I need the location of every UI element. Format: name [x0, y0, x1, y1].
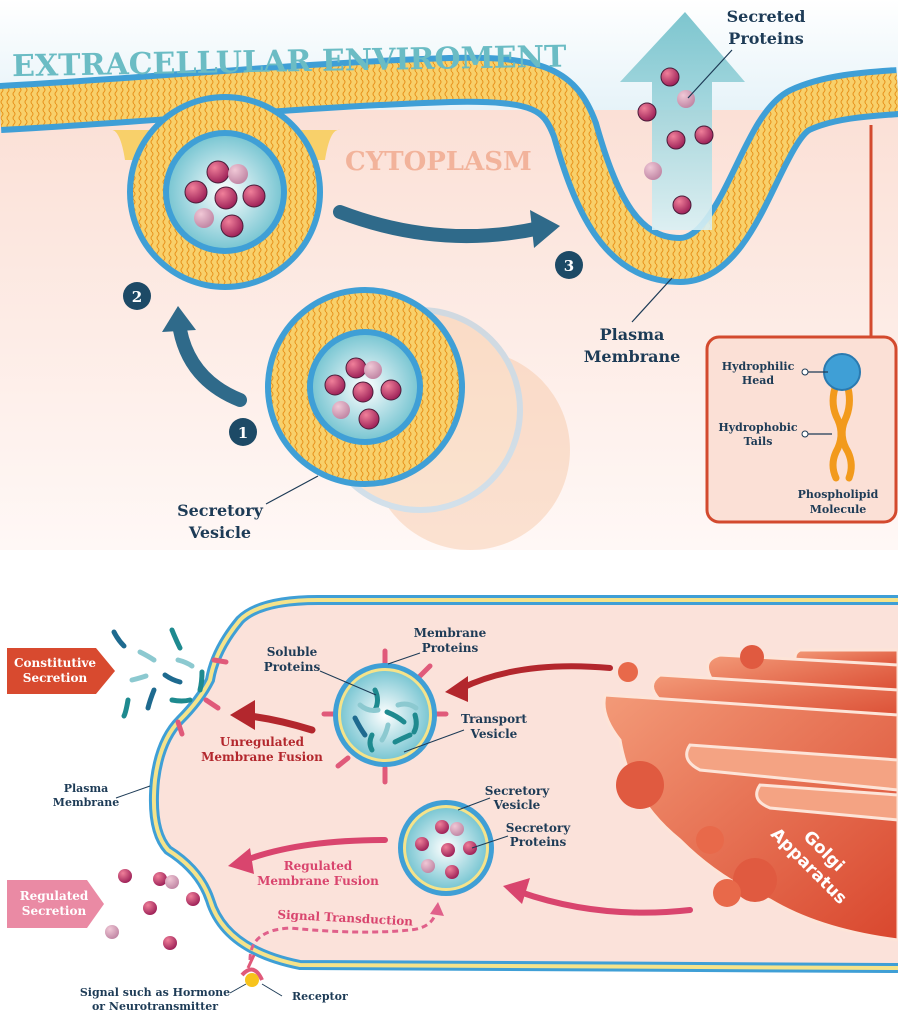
- secretory-vesicle-label-1: Secretory: [177, 501, 264, 520]
- vesicle-fusing: [127, 94, 323, 290]
- membrane-tails-top: [0, 60, 898, 280]
- membrane-protein-markers: [175, 657, 229, 737]
- secreted-protein: [672, 195, 692, 215]
- phospholipid-box: Hydrophilic Head Hydrophobic Tails Phosp…: [705, 335, 898, 524]
- leader-line: [261, 983, 283, 997]
- secreted-protein: [637, 102, 657, 122]
- transport-vesicle: [321, 648, 449, 785]
- signal-label-2: or Neurotransmitter: [92, 1000, 218, 1011]
- arrow-step2-to-3: [333, 205, 547, 243]
- hydrophilic-head-icon: [823, 353, 861, 391]
- hydrophobic-tails-label-1: Hydrophobic: [718, 421, 798, 434]
- leader-line: [115, 785, 151, 799]
- svg-text:Secretion: Secretion: [22, 904, 87, 918]
- hydrophilic-head-label-1: Hydrophilic: [722, 360, 795, 373]
- released-secretory-proteins: [105, 869, 200, 950]
- bottom-panel: Golgi Apparatus: [7, 595, 898, 1011]
- secretory-proteins-label-1: Secretory: [506, 821, 571, 835]
- arrow-head: [430, 902, 444, 916]
- transport-vesicle-label-1: Transport: [461, 712, 527, 726]
- secreted-protein: [660, 67, 680, 87]
- svg-text:Constitutive: Constitutive: [14, 656, 96, 670]
- membrane-proteins-label-2: Proteins: [422, 641, 479, 655]
- secretory-vesicle-bottom: [398, 800, 494, 896]
- secreted-proteins-label-2: Proteins: [728, 29, 803, 48]
- phospholipid-molecule-label-1: Phospholipid: [798, 488, 879, 501]
- svg-text:3: 3: [564, 257, 574, 275]
- leader-line: [319, 670, 377, 696]
- plasma-membrane-bottom-label-1: Plasma: [64, 782, 109, 795]
- arrow-head: [503, 878, 530, 904]
- plasma-membrane-label-1: Plasma: [600, 325, 665, 344]
- secreted-protein: [644, 162, 662, 180]
- leader-line: [471, 835, 509, 849]
- step-2-badge: 2: [123, 282, 151, 310]
- leader-line: [229, 983, 247, 994]
- phospholipid-molecule-label-2: Molecule: [810, 503, 867, 516]
- arrow-head: [445, 676, 468, 702]
- signal-transduction-path: [248, 911, 438, 961]
- secreted-protein: [694, 125, 714, 145]
- arrow-unregulated-fusion: [246, 712, 316, 734]
- arrow-head: [162, 306, 196, 332]
- arrow-golgi-to-secretory: [517, 889, 693, 916]
- regulated-secretion-tag: Regulated Secretion: [7, 880, 104, 928]
- signal-label-1: Signal such as Hormone: [80, 986, 230, 999]
- cytoplasm-title: CYTOPLASM: [345, 147, 532, 177]
- secreted-proteins-label-1: Secreted: [727, 7, 806, 26]
- secretory-vesicle-step1: [265, 287, 465, 487]
- leader-line: [687, 49, 733, 99]
- constitutive-secretion-tag: Constitutive Secretion: [7, 648, 115, 694]
- soluble-proteins-label-1: Soluble: [267, 645, 318, 659]
- membrane-proteins-label-1: Membrane: [414, 626, 487, 640]
- soluble-proteins-label-2: Proteins: [264, 660, 321, 674]
- transport-vesicle-label-2: Vesicle: [470, 727, 518, 741]
- secretory-vesicle-bottom-label-1: Secretory: [485, 784, 550, 798]
- top-panel: EXTRACELLULAR ENVIROMENT CYTOPLASM Secre…: [0, 0, 898, 550]
- arrow-head: [228, 848, 254, 874]
- arrow-head: [530, 210, 560, 248]
- svg-text:2: 2: [132, 288, 142, 306]
- svg-text:Regulated: Regulated: [20, 889, 89, 903]
- receptor-label: Receptor: [292, 990, 348, 1003]
- arrow-head: [230, 700, 255, 730]
- arrow-golgi-to-transport: [459, 663, 613, 691]
- secreted-protein: [666, 130, 686, 150]
- secretory-proteins-label-2: Proteins: [510, 835, 567, 849]
- plasma-membrane-bottom-label-2: Membrane: [53, 796, 119, 809]
- leader-line: [265, 475, 319, 505]
- secretory-vesicle-bottom-label-2: Vesicle: [493, 798, 541, 812]
- released-soluble-proteins: [111, 627, 205, 719]
- unregulated-fusion-label-2: Membrane Fusion: [201, 750, 323, 764]
- svg-text:Secretion: Secretion: [23, 671, 88, 685]
- plasma-membrane-label-2: Membrane: [584, 347, 681, 366]
- step-1-badge: 1: [229, 418, 257, 446]
- signal-molecule-icon: [245, 973, 259, 987]
- unregulated-fusion-label-1: Unregulated: [220, 735, 305, 749]
- svg-text:1: 1: [238, 424, 248, 442]
- leader-line: [457, 797, 491, 811]
- arrow-regulated-fusion: [243, 837, 388, 863]
- arrow-step1-to-2: [173, 323, 247, 407]
- step-3-badge: 3: [555, 251, 583, 279]
- secretory-vesicle-label-2: Vesicle: [188, 523, 251, 542]
- regulated-fusion-label-2: Membrane Fusion: [257, 874, 379, 888]
- regulated-fusion-label-1: Regulated: [284, 859, 353, 873]
- receptor: [240, 954, 264, 987]
- leader-line: [631, 277, 673, 323]
- membrane-core-bottom: [151, 598, 898, 970]
- leader-line: [387, 652, 421, 665]
- secretion-up-arrow: [620, 12, 745, 230]
- golgi-apparatus: Golgi Apparatus: [602, 645, 898, 942]
- leader-line: [403, 729, 465, 753]
- hydrophobic-tails-label-2: Tails: [744, 435, 773, 448]
- hydrophilic-head-label-2: Head: [742, 374, 775, 387]
